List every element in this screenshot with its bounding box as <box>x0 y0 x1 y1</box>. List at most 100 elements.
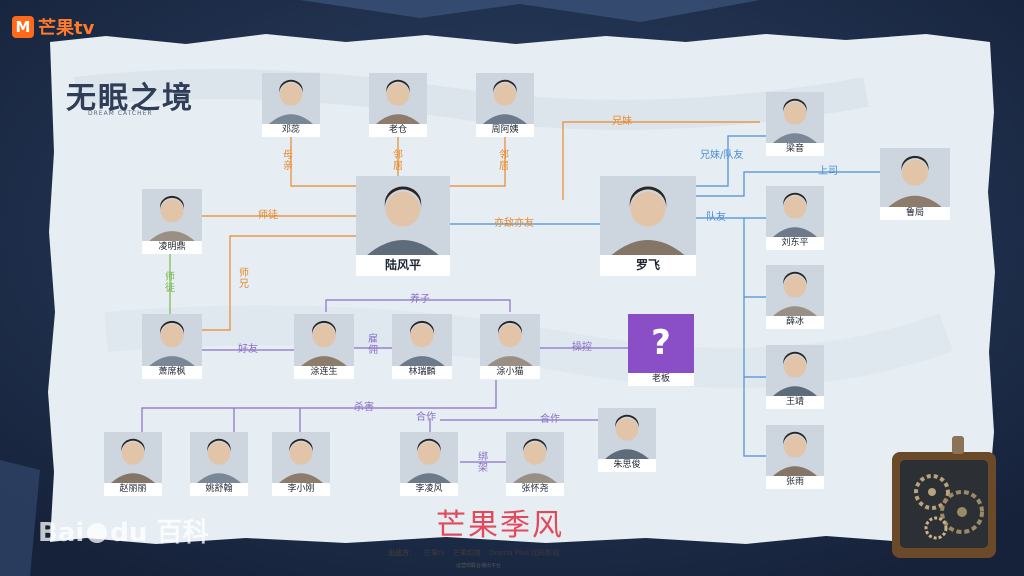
portrait-photo <box>880 148 950 207</box>
portrait-photo <box>598 408 656 459</box>
person-silhouette-icon <box>142 314 202 366</box>
person-silhouette-icon <box>506 432 564 483</box>
character-tu-liansheng: 涂连生 <box>294 314 354 379</box>
character-name: 老板 <box>628 373 694 386</box>
character-liu-dongping: 刘东平 <box>766 186 824 250</box>
producer-mango-tv: 芒果tv <box>424 549 445 557</box>
label-teammates: 队友 <box>706 212 726 223</box>
character-li-lingfeng: 李凌风 <box>400 432 458 496</box>
character-luo-fei: 罗飞 <box>600 176 696 276</box>
label-superior: 上司 <box>818 166 838 177</box>
label-neighbor-1: 邻居 <box>393 150 403 172</box>
character-name: 梁音 <box>766 143 824 156</box>
drama-title: 无眠之境 <box>66 81 194 116</box>
character-li-xiaogang: 李小刚 <box>272 432 330 496</box>
portrait-photo <box>190 432 248 483</box>
character-name: 姚舒翰 <box>190 483 248 496</box>
character-zhou-ayi: 周阿姨 <box>476 73 534 137</box>
label-mother: 母亲 <box>283 150 293 172</box>
label-cooperate-2: 合作 <box>540 414 560 425</box>
portrait-photo <box>294 314 354 366</box>
line-neighbor-zhou <box>450 137 506 187</box>
character-name: 刘东平 <box>766 237 824 250</box>
producer-drama-plus: Drama Plus 加码影视 <box>488 549 560 557</box>
person-silhouette-icon <box>272 432 330 483</box>
person-silhouette-icon <box>766 265 824 316</box>
watermark-baike: 百科 <box>156 518 209 548</box>
label-siblings-teammates: 兄妹/队友 <box>700 150 744 161</box>
label-control: 操控 <box>572 342 592 353</box>
portrait-photo <box>766 92 824 143</box>
watermark-bai: Bai <box>38 518 85 548</box>
person-silhouette-icon <box>262 73 320 124</box>
character-lao-ban: ? 老板 <box>628 314 694 386</box>
person-silhouette-icon <box>190 432 248 483</box>
character-yao-shuhan: 姚舒翰 <box>190 432 248 496</box>
portrait-photo <box>104 432 162 483</box>
person-silhouette-icon <box>142 189 202 241</box>
person-silhouette-icon <box>766 345 824 396</box>
line-superior <box>696 171 880 197</box>
label-enemy-friend: 亦敌亦友 <box>494 218 534 229</box>
person-silhouette-icon <box>294 314 354 366</box>
mango-tv-logo: M 芒果tv <box>12 14 94 40</box>
label-teacher-student-1: 师徒 <box>258 210 278 221</box>
character-name: 陆风平 <box>356 255 450 276</box>
character-name: 凌明鼎 <box>142 241 202 254</box>
label-siblings: 兄妹 <box>612 116 632 127</box>
label-kidnap: 绑架 <box>478 452 488 474</box>
portrait-photo <box>142 314 202 366</box>
character-liang-yin: 梁音 <box>766 92 824 156</box>
person-silhouette-icon <box>356 176 450 255</box>
portrait-photo <box>766 265 824 316</box>
portrait-photo <box>272 432 330 483</box>
line-sibling-team <box>696 135 766 187</box>
producer-mango-media: 芒果超媒 <box>452 549 481 557</box>
portrait-photo <box>400 432 458 483</box>
character-lu-fengping: 陆风平 <box>356 176 450 276</box>
portrait-photo <box>369 73 427 124</box>
label-senior-brother: 师兄 <box>239 268 249 290</box>
person-silhouette-icon <box>598 408 656 459</box>
person-silhouette-icon <box>766 425 824 476</box>
character-name: 涂小猫 <box>480 366 540 379</box>
mystery-photo: ? <box>628 314 694 373</box>
character-name: 朱思俊 <box>598 459 656 472</box>
character-deng-rui: 邓蕊 <box>262 73 320 137</box>
question-mark-icon: ? <box>651 323 671 363</box>
character-zhang-huairao: 张怀尧 <box>506 432 564 496</box>
mango-tv-icon: M <box>12 16 34 38</box>
label-cooperate-1: 合作 <box>416 412 436 423</box>
character-name: 王靖 <box>766 396 824 409</box>
portrait-photo <box>262 73 320 124</box>
line-senior-xiao <box>202 235 356 331</box>
character-name: 萧席枫 <box>142 366 202 379</box>
mango-monsoon-brand: 芒果季风 <box>436 508 564 543</box>
portrait-photo <box>476 73 534 124</box>
watermark-du: du <box>110 518 148 548</box>
line-adopted <box>325 299 511 312</box>
character-name: 薛冰 <box>766 316 824 329</box>
person-silhouette-icon <box>400 432 458 483</box>
platform-note: 运营商联合播出平台 <box>456 563 502 569</box>
portrait-photo <box>356 176 450 255</box>
character-name: 张怀尧 <box>506 483 564 496</box>
person-silhouette-icon <box>480 314 540 366</box>
character-lao-cang: 老仓 <box>369 73 427 137</box>
paper-background <box>48 34 995 544</box>
line-siblings <box>562 121 760 200</box>
character-name: 李凌风 <box>400 483 458 496</box>
character-name: 罗飞 <box>600 255 696 276</box>
person-silhouette-icon <box>369 73 427 124</box>
character-ling-mingding: 凌明鼎 <box>142 189 202 254</box>
label-adopted-son: 养子 <box>410 294 430 305</box>
portrait-photo <box>766 186 824 237</box>
character-xiao-xifeng: 萧席枫 <box>142 314 202 379</box>
label-kill: 杀害 <box>354 402 374 413</box>
portrait-photo <box>506 432 564 483</box>
person-silhouette-icon <box>766 186 824 237</box>
producer-row: 出品方： 芒果tv 芒果超媒 Drama Plus 加码影视 <box>388 548 559 558</box>
character-name: 周阿姨 <box>476 124 534 137</box>
